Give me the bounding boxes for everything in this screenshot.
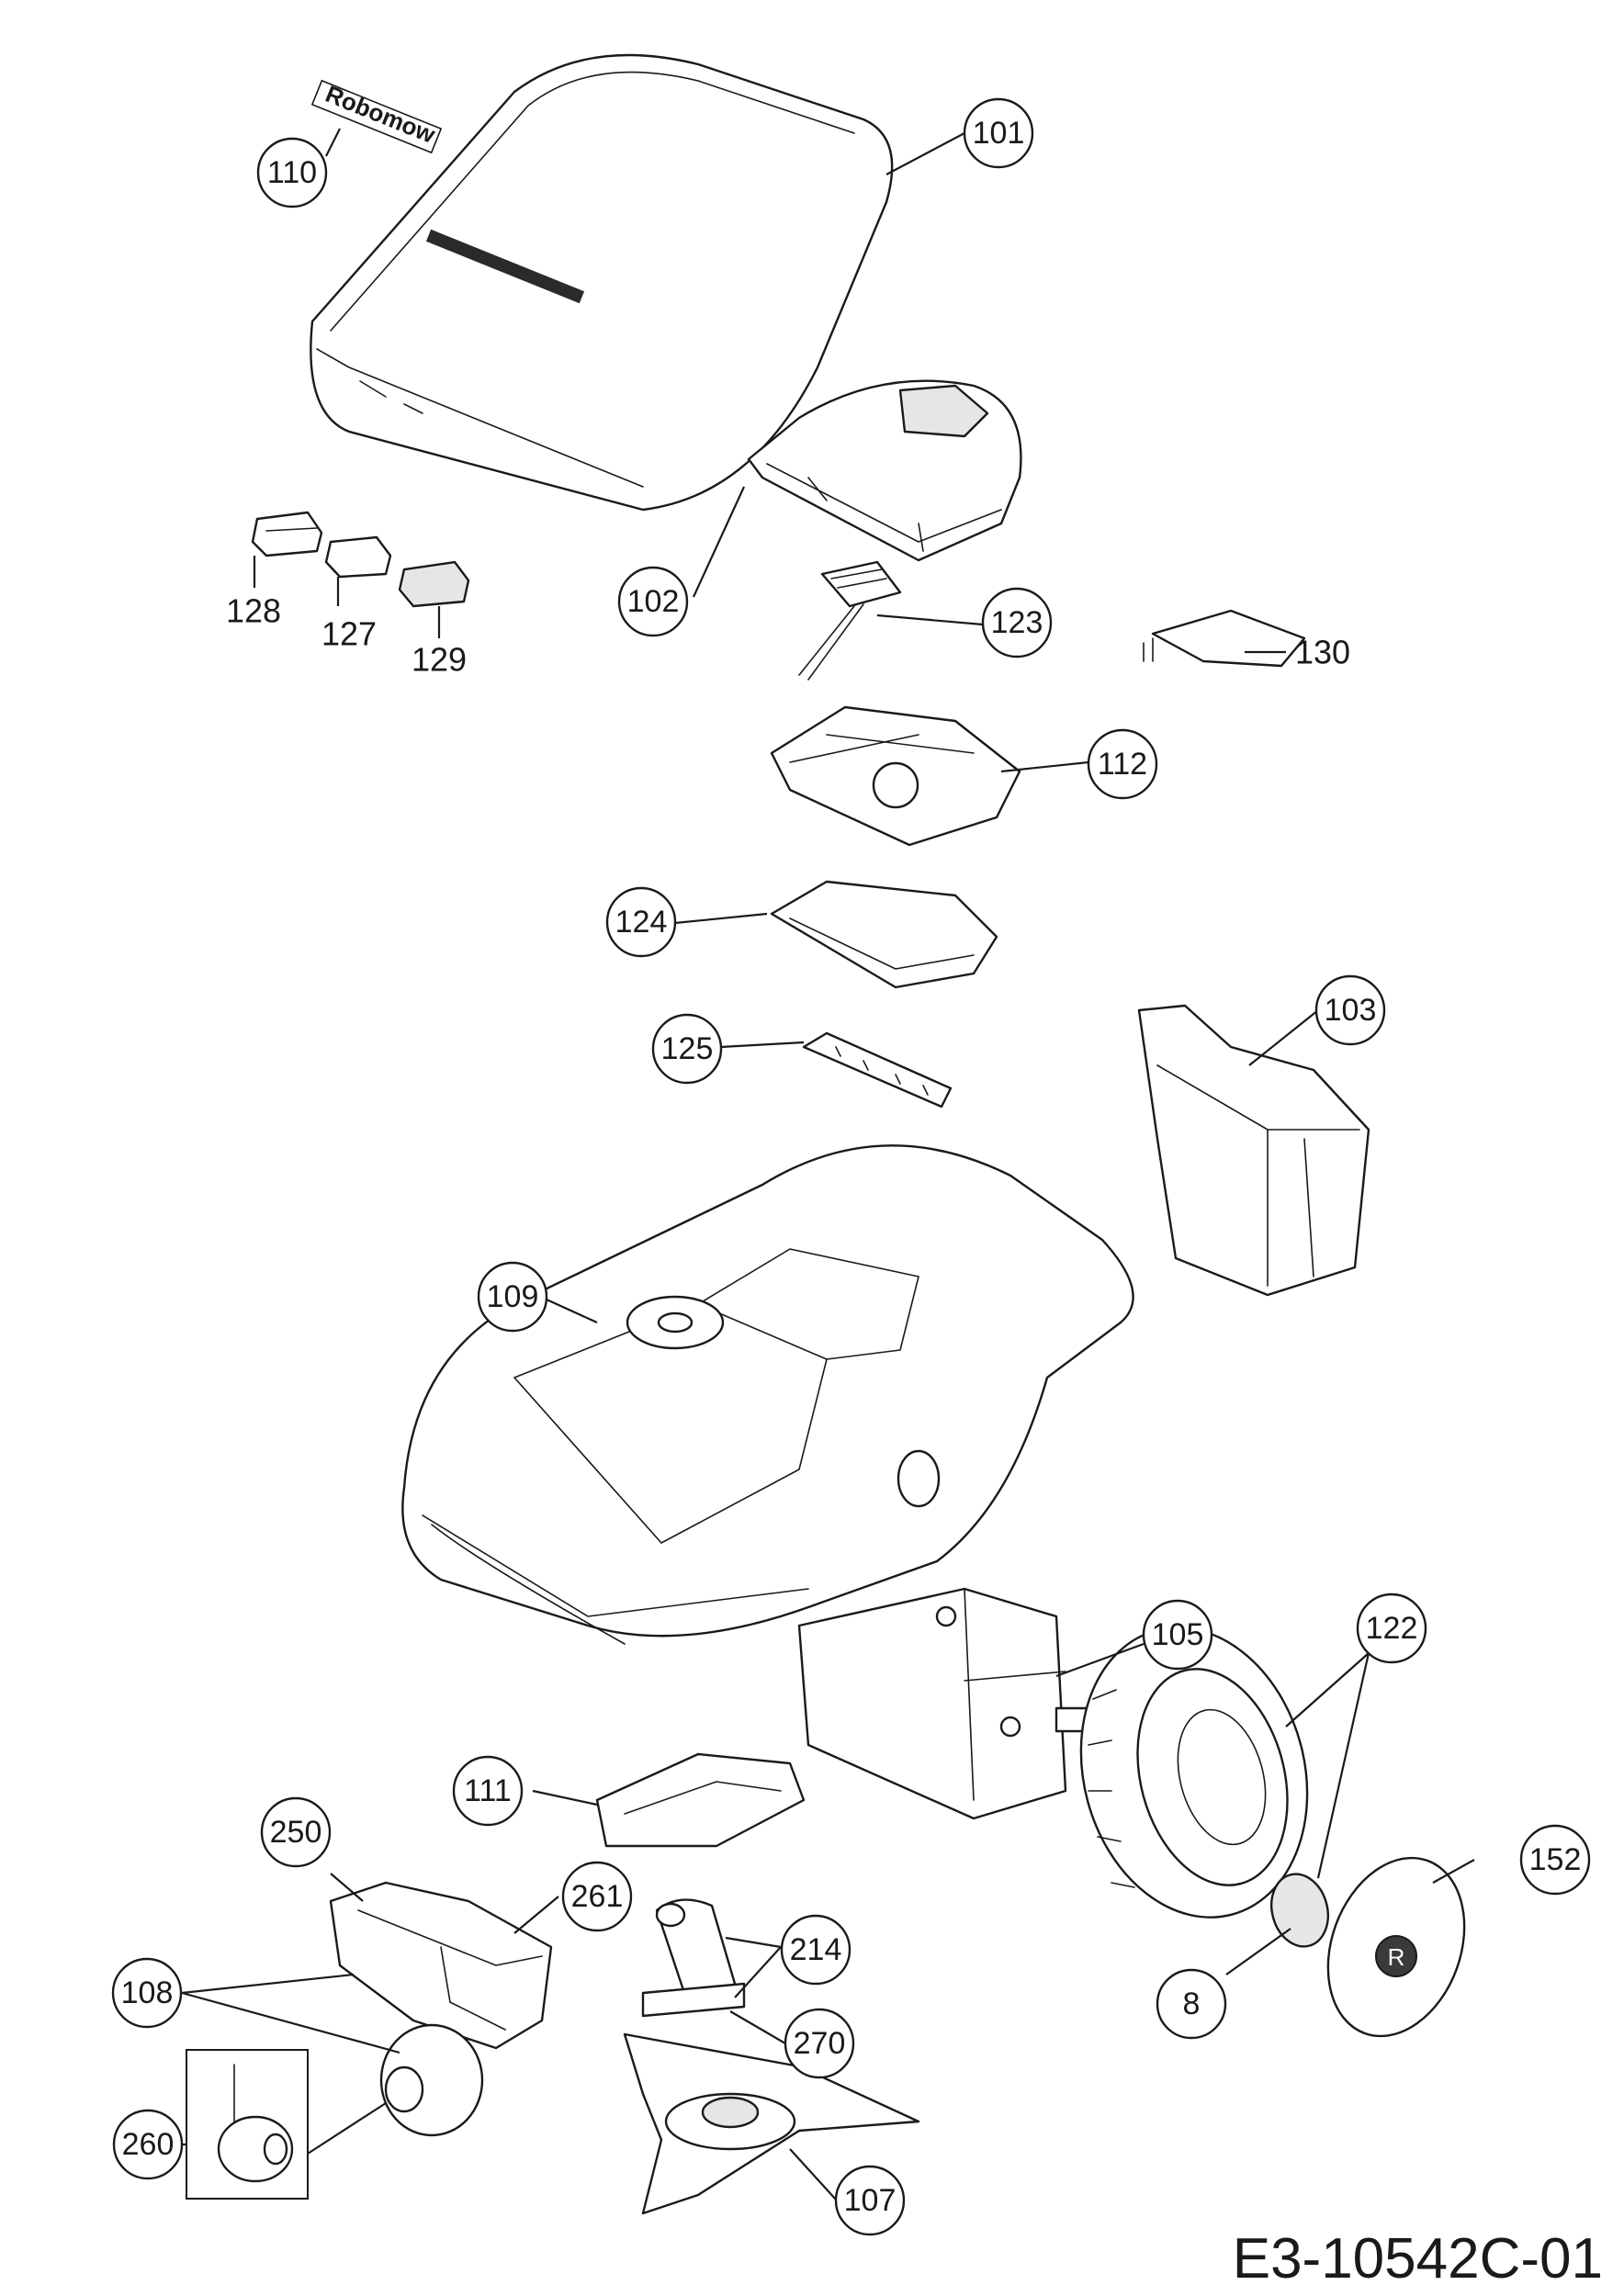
svg-text:108: 108 [121,1975,174,2010]
callout-102: 102 [617,566,689,637]
svg-text:124: 124 [615,905,668,940]
svg-text:103: 103 [1325,993,1377,1028]
callout-8: 8 [1156,1968,1227,2040]
part-112-circuit-board [770,705,1021,847]
part-260-caster-inset [186,2049,309,2200]
part-124-board-tray [770,880,998,989]
label-128: 128 [226,592,281,630]
svg-text:109: 109 [487,1279,539,1314]
callout-214: 214 [780,1914,851,1986]
part-122-drive-wheel [1079,1626,1309,1919]
svg-text:102: 102 [627,584,680,619]
svg-text:105: 105 [1152,1617,1204,1652]
label-130: 130 [1295,634,1350,671]
svg-text:R: R [1388,1943,1405,1971]
callout-109: 109 [477,1261,548,1333]
svg-text:214: 214 [790,1932,842,1967]
svg-text:270: 270 [794,2026,846,2061]
callout-124: 124 [605,886,677,958]
part-250-caster-housing [329,1881,553,2050]
cover-logo-mark [425,229,585,304]
part-8-wheel-hub [1270,1873,1329,1948]
part-101-top-cover [310,53,894,512]
svg-text:250: 250 [270,1815,322,1850]
svg-text:123: 123 [991,605,1043,640]
diagram-reference-code: E3-10542C-01 [1233,2227,1603,2290]
callout-250: 250 [260,1796,332,1868]
callout-122: 122 [1356,1593,1427,1664]
part-125-clip-rail [802,1031,953,1109]
callout-111: 111 [452,1755,524,1827]
callout-101: 101 [963,97,1034,169]
svg-text:111: 111 [464,1773,512,1808]
svg-text:112: 112 [1098,747,1147,782]
callout-107: 107 [834,2165,906,2236]
callout-261: 261 [561,1861,633,1932]
part-130-bracket [1143,609,1306,668]
callout-123: 123 [981,587,1053,658]
callout-270: 270 [784,2008,855,2079]
svg-text:122: 122 [1366,1611,1418,1646]
callout-112: 112 [1087,728,1158,800]
part-129-connector [398,560,470,608]
part-107-cutting-blade [623,2032,920,2215]
callout-110: 110 [256,137,328,208]
part-127-connector [324,535,392,579]
svg-text:152: 152 [1529,1842,1582,1877]
callout-105: 105 [1142,1599,1213,1671]
part-102-display-housing [747,379,1022,562]
leader-lines [181,128,1475,2200]
svg-text:125: 125 [661,1031,714,1066]
callout-108: 108 [111,1957,183,2029]
part-152-hub-cap: R [1326,1856,1466,2038]
part-103-battery-housing [1137,1004,1370,1297]
callout-152: 152 [1519,1824,1591,1896]
svg-text:101: 101 [973,116,1025,151]
label-127: 127 [321,615,377,653]
callout-103: 103 [1314,974,1386,1046]
callout-260: 260 [112,2109,184,2180]
svg-text:110: 110 [267,155,317,190]
callout-125: 125 [651,1013,723,1085]
part-109-chassis [401,1144,1134,1645]
part-214-blade-motor [641,1898,746,2018]
svg-text:107: 107 [844,2183,897,2218]
svg-text:261: 261 [571,1879,624,1914]
label-129: 129 [412,641,467,679]
svg-text:260: 260 [122,2127,175,2162]
part-110-logo-badge: Robomow [310,79,443,154]
svg-text:8: 8 [1183,1986,1201,2021]
part-128-connector [251,511,323,557]
part-105-drive-motor [797,1587,1104,1820]
part-111-front-bracket [595,1752,806,1848]
part-108-caster-wheel [379,2023,484,2137]
part-123-keypad-ribbon [798,560,902,681]
